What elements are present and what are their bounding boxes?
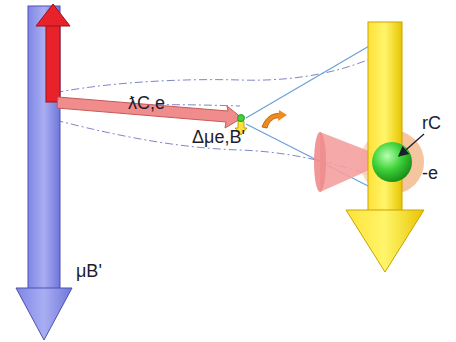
rotation-arrow [262, 110, 287, 128]
charge-label: -e [422, 164, 438, 184]
moment-label: μB' [76, 262, 102, 282]
radius-leader [399, 134, 424, 156]
blue-moment-arrow [16, 6, 72, 340]
red-spin-arrow [36, 4, 70, 102]
zoomed-electron [314, 22, 424, 272]
moment-change-label: Δμe,B' [192, 128, 245, 148]
radius-label: rC [422, 114, 441, 134]
lambda-label: ƛC,e [128, 94, 165, 114]
